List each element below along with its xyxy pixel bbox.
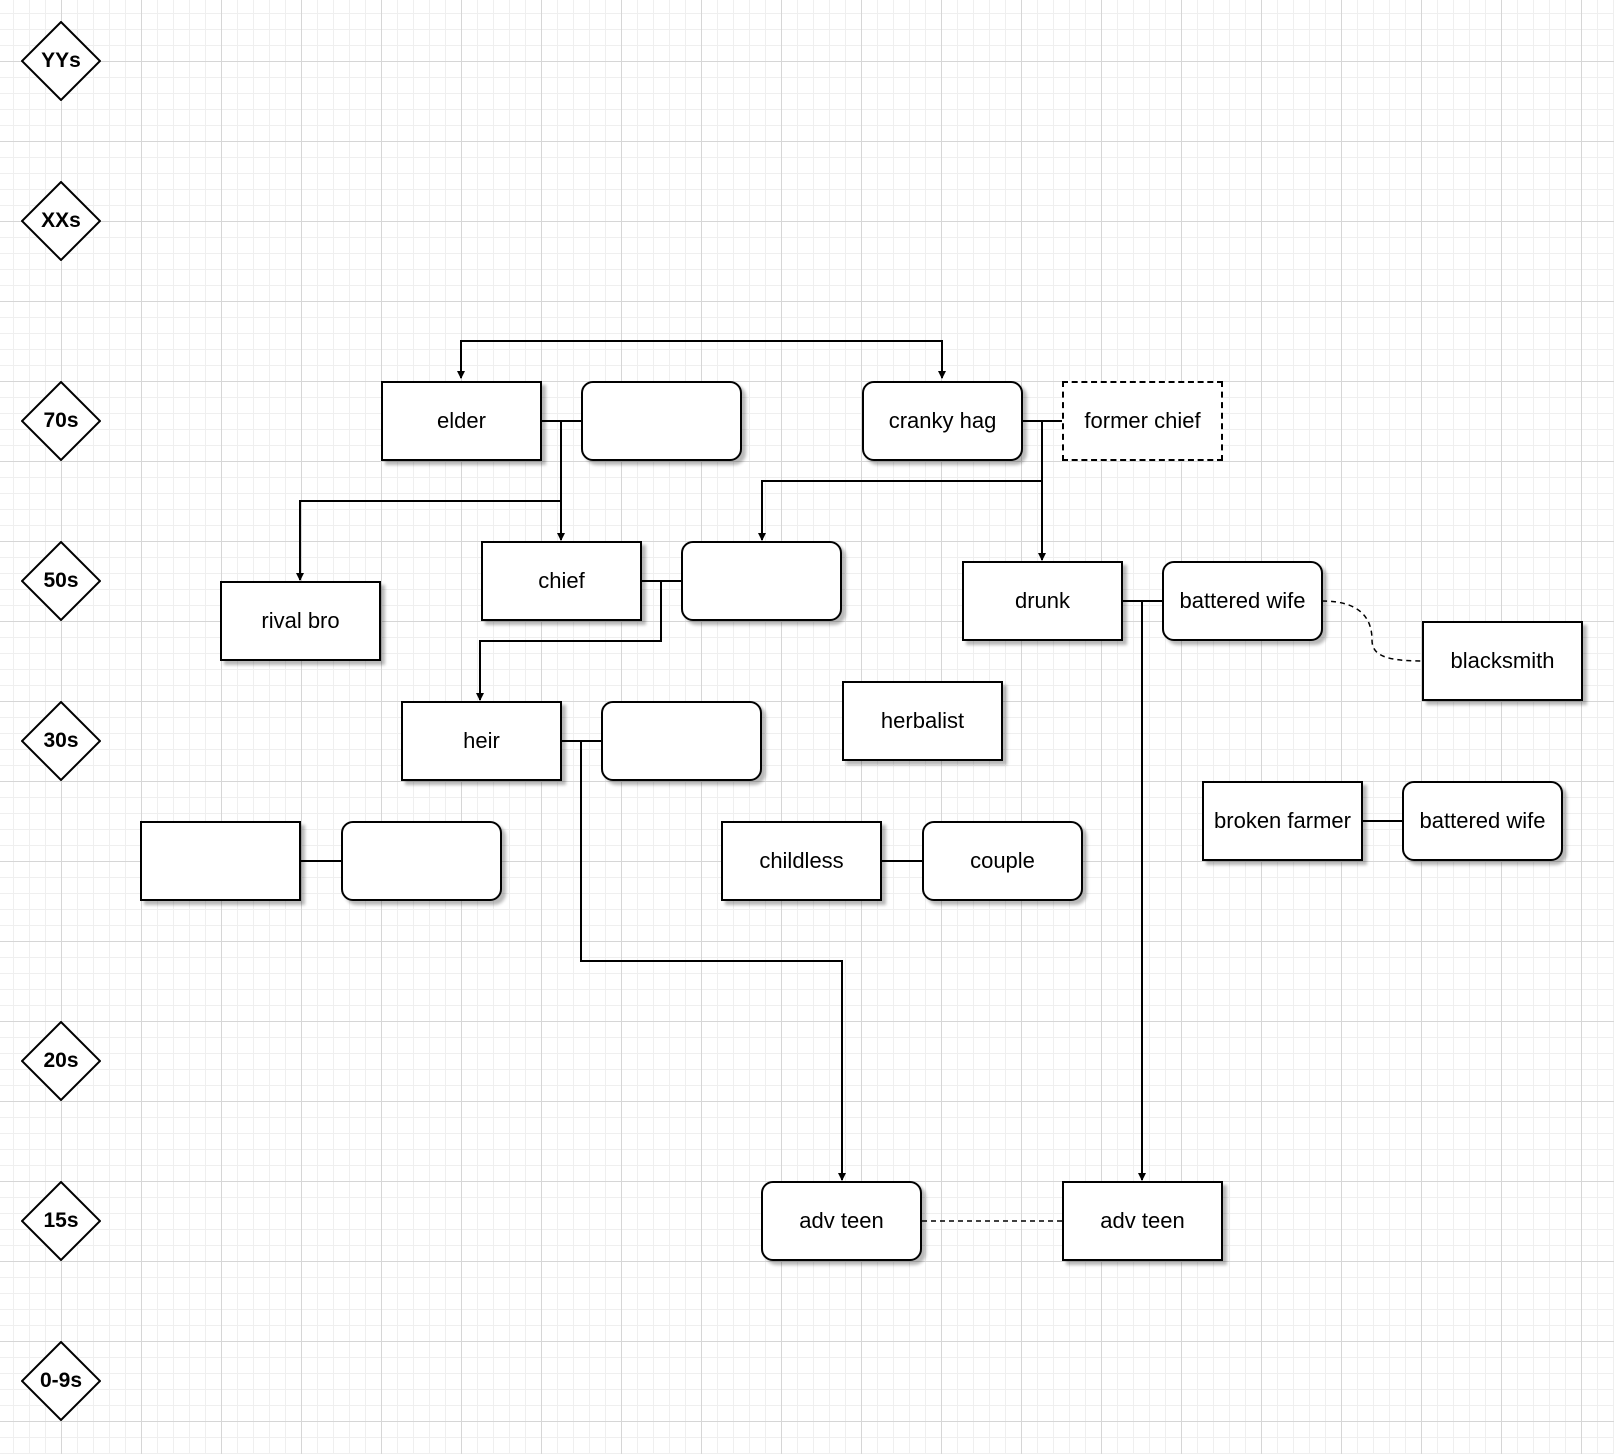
diamond-shape [21, 381, 101, 461]
diamond-shape [21, 1021, 101, 1101]
age-marker-label: 50s [43, 569, 79, 592]
node-elder[interactable]: elder [381, 381, 542, 461]
node-unnamed-a[interactable] [140, 821, 301, 901]
age-marker-70s: 70s [21, 381, 101, 461]
node-couple[interactable]: couple [922, 821, 1083, 901]
age-marker-label: 15s [43, 1209, 79, 1232]
arrow-to-cranky-hag [600, 340, 946, 379]
diamond-shape [21, 701, 101, 781]
arrow-to-chief-spouse [758, 480, 1042, 541]
node-blacksmith[interactable]: blacksmith [1422, 621, 1583, 701]
arrow-to-elder [457, 340, 600, 379]
arrow-to-heir [476, 581, 662, 701]
age-marker-yys: YYs [21, 21, 101, 101]
node-unnamed-b[interactable] [341, 821, 502, 901]
age-marker-label: YYs [41, 49, 81, 72]
node-herbalist[interactable]: herbalist [842, 681, 1003, 761]
age-marker-20s: 20s [21, 1021, 101, 1101]
arrow-to-rival-bro [296, 500, 561, 581]
age-marker-0-9s: 0-9s [21, 1341, 101, 1421]
node-battered-wife-2[interactable]: battered wife [1402, 781, 1563, 861]
age-marker-label: 70s [43, 409, 79, 432]
node-drunk[interactable]: drunk [962, 561, 1123, 641]
node-elder-spouse[interactable] [581, 381, 742, 461]
node-chief-spouse[interactable] [681, 541, 842, 621]
node-broken-farmer[interactable]: broken farmer [1202, 781, 1363, 861]
node-former-chief[interactable]: former chief [1062, 381, 1223, 461]
node-rival-bro[interactable]: rival bro [220, 581, 381, 661]
node-chief[interactable]: chief [481, 541, 642, 621]
age-marker-label: 30s [43, 729, 79, 752]
diamond-shape [21, 1341, 101, 1421]
node-cranky-hag[interactable]: cranky hag [862, 381, 1023, 461]
age-marker-label: 20s [43, 1049, 79, 1072]
age-marker-15s: 15s [21, 1181, 101, 1261]
age-marker-30s: 30s [21, 701, 101, 781]
node-battered-wife[interactable]: battered wife [1162, 561, 1323, 641]
age-marker-label: 0-9s [39, 1369, 83, 1392]
node-heir-spouse[interactable] [601, 701, 762, 781]
node-adv-teen-2[interactable]: adv teen [1062, 1181, 1223, 1261]
affair-connector [1321, 600, 1423, 662]
age-marker-xxs: XXs [21, 181, 101, 261]
node-adv-teen-1[interactable]: adv teen [761, 1181, 922, 1261]
diamond-shape [21, 541, 101, 621]
arrow-to-adv-teen-1 [580, 741, 846, 1181]
diamond-shape [21, 21, 101, 101]
diamond-shape [21, 181, 101, 261]
node-heir[interactable]: heir [401, 701, 562, 781]
age-marker-label: XXs [41, 209, 81, 232]
node-childless[interactable]: childless [721, 821, 882, 901]
age-marker-50s: 50s [21, 541, 101, 621]
diamond-shape [21, 1181, 101, 1261]
